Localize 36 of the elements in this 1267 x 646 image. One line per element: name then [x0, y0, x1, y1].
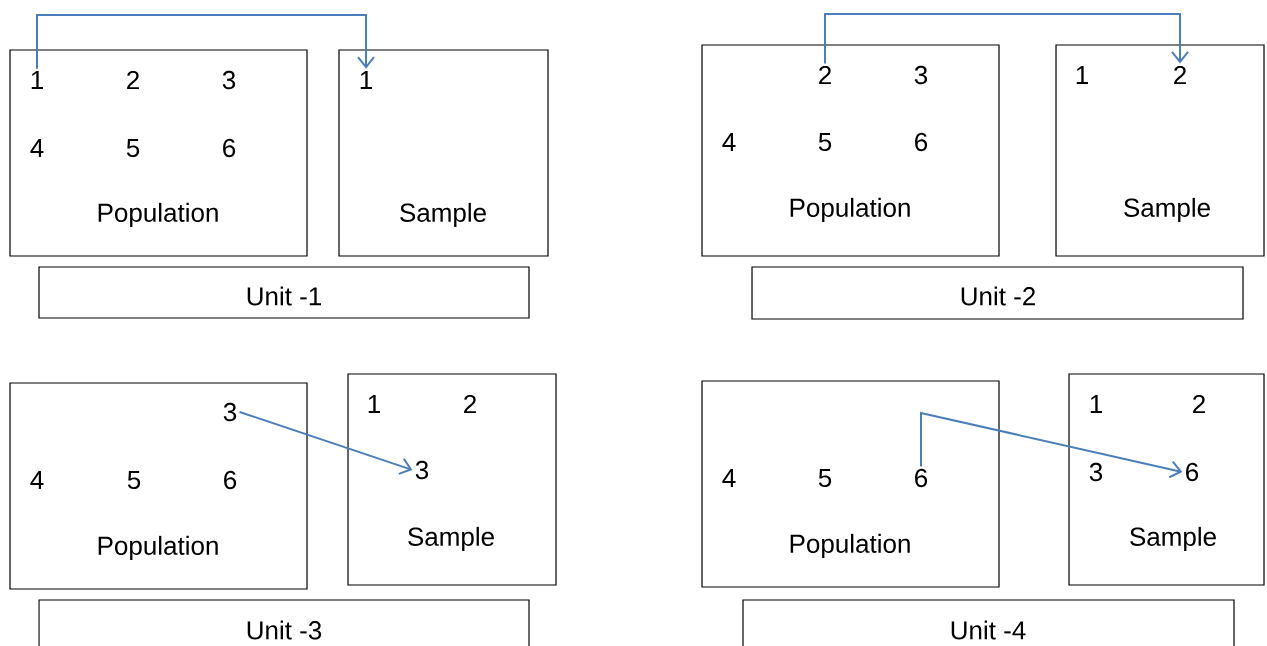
- number-label: 6: [915, 132, 928, 152]
- number-label: 2: [127, 70, 139, 90]
- number-label: 5: [126, 138, 140, 158]
- number-label: 5: [818, 468, 832, 488]
- number-label: 1: [1090, 395, 1102, 413]
- number-label: 4: [30, 139, 44, 157]
- arrow: [824, 13, 1189, 65]
- number-label: 1: [368, 395, 380, 413]
- number-label: 4: [722, 133, 736, 151]
- number-label: 2: [819, 65, 831, 85]
- number-label: 3: [223, 402, 237, 422]
- number-label: 4: [722, 469, 736, 487]
- number-label: 5: [127, 470, 141, 490]
- number-label: 2: [464, 394, 476, 414]
- number-label: 6: [1186, 462, 1199, 482]
- unit-box: Unit -2: [751, 266, 1244, 320]
- number-label: 1: [360, 71, 372, 89]
- number-label: 5: [818, 132, 832, 152]
- unit-box: Unit -1: [38, 266, 530, 319]
- number-label: 4: [30, 471, 44, 489]
- arrow: [36, 14, 375, 70]
- number-label: 3: [1089, 462, 1103, 482]
- arrow: [238, 411, 413, 475]
- unit-box: Unit -4: [742, 599, 1235, 646]
- number-label: 6: [224, 470, 237, 490]
- number-label: 1: [1076, 66, 1088, 84]
- arrow: [920, 411, 1183, 479]
- number-label: 6: [223, 138, 236, 158]
- number-label: 3: [914, 65, 928, 85]
- number-label: 2: [1193, 394, 1205, 414]
- number-label: 3: [222, 70, 236, 90]
- number-label: 2: [1174, 65, 1186, 85]
- number-label: 3: [415, 460, 429, 480]
- number-label: 6: [915, 468, 928, 488]
- unit-box: Unit -3: [38, 599, 530, 646]
- number-label: 1: [31, 71, 43, 89]
